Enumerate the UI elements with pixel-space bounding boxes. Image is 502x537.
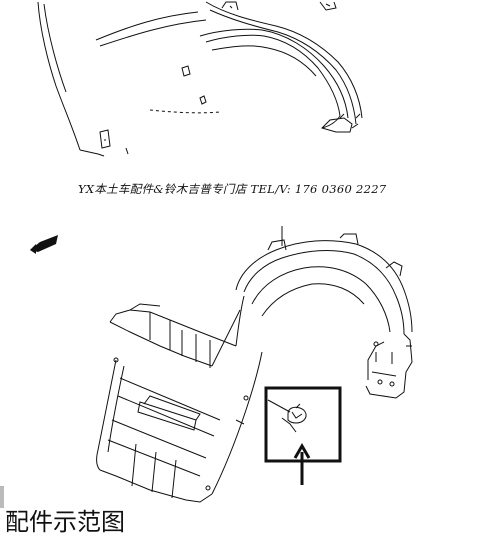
footer-label: 配件示范图 xyxy=(5,508,125,536)
shop-caption: YX本土车配件&铃木吉普专门店 TEL/V: 176 0360 2227 xyxy=(78,182,387,196)
edge-marker xyxy=(0,486,4,508)
forward-arrow-icon xyxy=(30,235,58,254)
pointer-arrow-icon xyxy=(293,443,311,485)
fender-liner-drawing xyxy=(96,226,413,503)
upper-fender-drawing xyxy=(37,1,363,157)
